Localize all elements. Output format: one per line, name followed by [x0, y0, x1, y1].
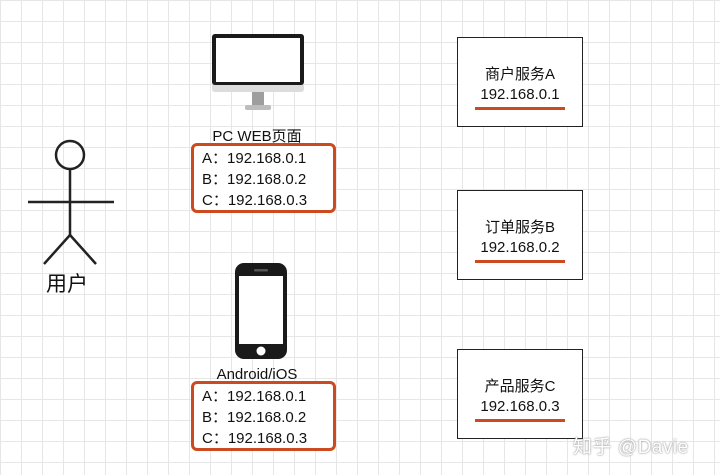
- mobile-ip-line-c: C：192.168.0.3: [202, 430, 308, 447]
- service-name-merchant: 商户服务A: [484, 66, 555, 83]
- pc-ip-list-box: A：192.168.0.1 B：192.168.0.2 C：192.168.0.…: [191, 143, 336, 213]
- service-ip-product: 192.168.0.3: [475, 398, 565, 422]
- service-name-product: 产品服务C: [484, 378, 556, 395]
- user-label: 用户: [46, 273, 88, 296]
- android-ios-label: Android/iOS: [216, 366, 298, 383]
- service-box-product: 产品服务C 192.168.0.3: [457, 349, 583, 439]
- service-box-order: 订单服务B 192.168.0.2: [457, 190, 583, 280]
- smartphone-icon: [235, 263, 287, 359]
- pc-ip-line-c: C：192.168.0.3: [202, 192, 308, 209]
- service-ip-merchant: 192.168.0.1: [475, 86, 565, 110]
- pc-ip-line-a: A：192.168.0.1: [202, 150, 307, 167]
- pc-web-label: PC WEB页面: [212, 128, 302, 145]
- zhihu-watermark: 知乎 @Davie: [573, 437, 689, 458]
- user-stick-figure-icon: [28, 139, 114, 265]
- desktop-monitor-icon: [212, 34, 304, 110]
- mobile-ip-line-b: B：192.168.0.2: [202, 409, 307, 426]
- service-box-merchant: 商户服务A 192.168.0.1: [457, 37, 583, 127]
- service-name-order: 订单服务B: [484, 219, 555, 236]
- service-ip-order: 192.168.0.2: [475, 239, 565, 263]
- mobile-ip-list-box: A：192.168.0.1 B：192.168.0.2 C：192.168.0.…: [191, 381, 336, 451]
- pc-ip-line-b: B：192.168.0.2: [202, 171, 307, 188]
- mobile-ip-line-a: A：192.168.0.1: [202, 388, 307, 405]
